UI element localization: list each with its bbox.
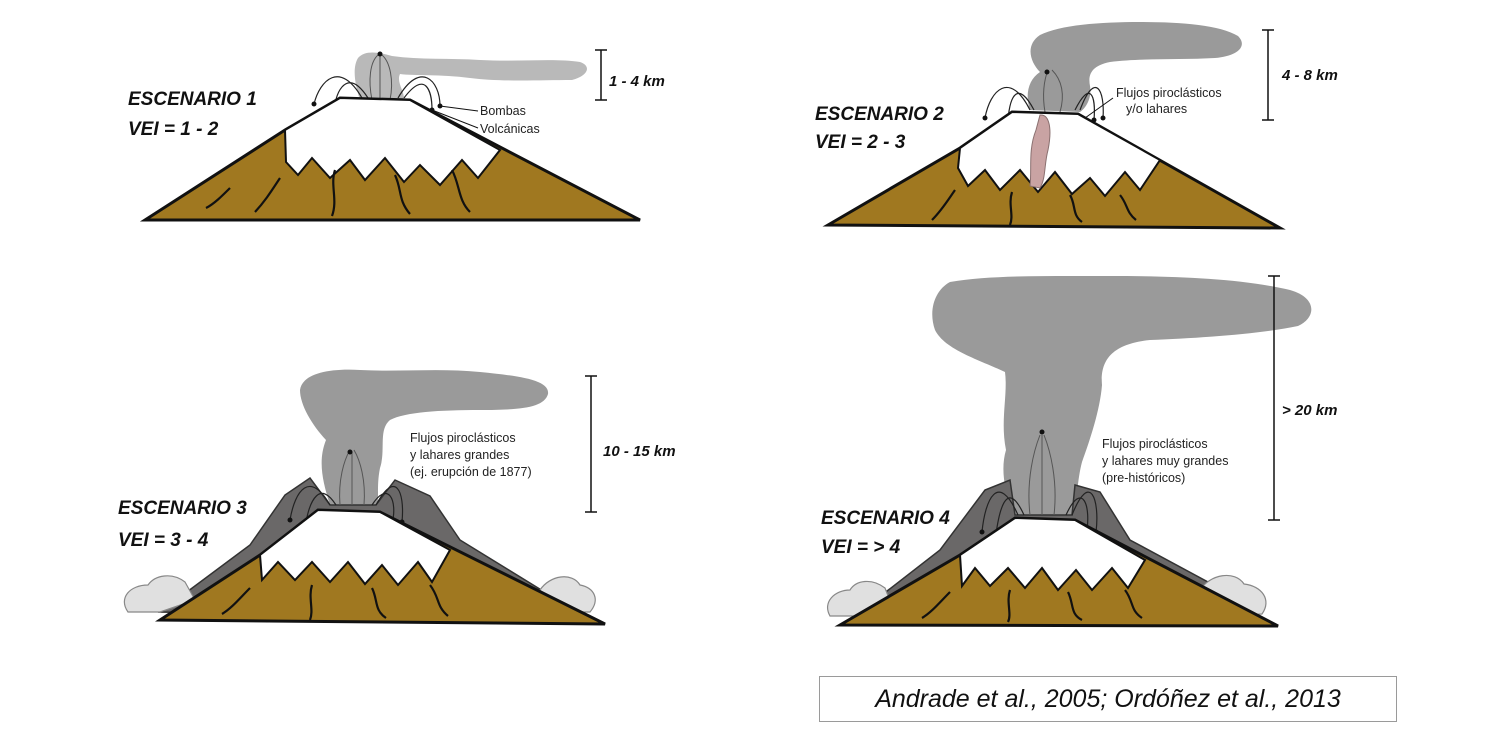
scenario-title: ESCENARIO 4 xyxy=(821,508,950,529)
vei-label: VEI = 1 - 2 xyxy=(128,119,219,140)
height-range-label: 10 - 15 km xyxy=(603,443,676,460)
height-range-label: 4 - 8 km xyxy=(1281,67,1338,84)
scenario-1: 1 - 4 km Bombas Volcánicas ESCENARIO 1 V… xyxy=(128,49,665,222)
note-line-1: Flujos piroclásticos xyxy=(1102,437,1208,451)
note-line-1: Bombas xyxy=(480,104,526,118)
note-line-2: y lahares muy grandes xyxy=(1102,454,1228,468)
scenario-title: ESCENARIO 3 xyxy=(118,498,247,519)
snow-cap xyxy=(958,516,1147,592)
vei-label: VEI = > 4 xyxy=(821,537,901,558)
note-line-1: Flujos piroclásticos xyxy=(1116,86,1222,100)
snow-cap xyxy=(283,96,502,187)
height-scale-bar xyxy=(1262,29,1274,121)
note-line-2: y lahares grandes xyxy=(410,448,509,462)
height-range-label: > 20 km xyxy=(1282,402,1337,419)
scenario-4: > 20 km Flujos piroclásticos y lahares m… xyxy=(821,275,1337,628)
height-scale-bar xyxy=(1268,275,1280,521)
debris-cloud xyxy=(123,575,196,613)
scenario-title: ESCENARIO 1 xyxy=(128,89,257,110)
scenario-title: ESCENARIO 2 xyxy=(815,104,944,125)
ash-plume xyxy=(1027,22,1242,112)
ash-plume xyxy=(354,52,587,100)
note-line-3: (ej. erupción de 1877) xyxy=(410,465,532,479)
snow-cap xyxy=(956,110,1162,198)
ash-plume xyxy=(932,275,1312,515)
note-line-1: Flujos piroclásticos xyxy=(410,431,516,445)
citation-text: Andrade et al., 2005; Ordóñez et al., 20… xyxy=(875,684,1341,713)
height-scale-bar xyxy=(585,375,597,513)
lahar-flow xyxy=(1029,114,1051,189)
snow-cap xyxy=(258,508,452,587)
height-range-label: 1 - 4 km xyxy=(609,73,665,90)
note-line-2: Volcánicas xyxy=(480,122,540,136)
scenario-3: 10 - 15 km Flujos piroclásticos y lahare… xyxy=(118,369,676,626)
note-line-3: (pre-históricos) xyxy=(1102,471,1185,485)
vei-label: VEI = 2 - 3 xyxy=(815,132,906,153)
bomb-trajectories xyxy=(289,485,404,525)
note-line-2: y/o lahares xyxy=(1126,102,1187,116)
vei-label: VEI = 3 - 4 xyxy=(118,530,209,551)
citation-box: Andrade et al., 2005; Ordóñez et al., 20… xyxy=(819,676,1397,722)
scenario-2: 4 - 8 km Flujos piroclásticos y/o lahare… xyxy=(815,22,1338,230)
height-scale-bar xyxy=(595,49,607,101)
